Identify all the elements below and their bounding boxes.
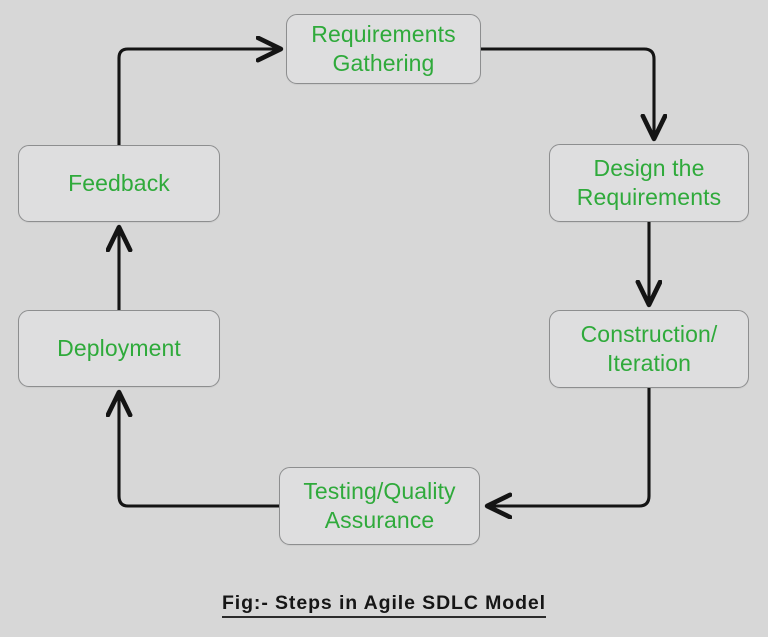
node-feedback[interactable]: Feedback <box>18 145 220 222</box>
node-testing-quality-assurance-label: Testing/Quality Assurance <box>303 477 456 533</box>
figure-caption: Fig:- Steps in Agile SDLC Model <box>0 592 768 618</box>
node-construction-iteration-label: Construction/ Iteration <box>580 320 718 376</box>
figure-caption-text: Fig:- Steps in Agile SDLC Model <box>221 592 546 618</box>
node-construction-iteration[interactable]: Construction/ Iteration <box>549 310 749 388</box>
node-requirements-gathering-label: Requirements Gathering <box>311 20 456 76</box>
node-feedback-label: Feedback <box>68 169 170 196</box>
node-deployment-label: Deployment <box>57 334 181 361</box>
connector-feedback-to-requirements <box>117 49 279 149</box>
node-deployment[interactable]: Deployment <box>18 310 220 387</box>
node-design-the-requirements[interactable]: Design the Requirements <box>549 144 749 222</box>
connector-requirements-to-design <box>481 47 654 137</box>
node-design-the-requirements-label: Design the Requirements <box>576 154 722 210</box>
connector-testing-to-deployment <box>119 394 279 508</box>
node-requirements-gathering[interactable]: Requirements Gathering <box>286 14 481 84</box>
node-testing-quality-assurance[interactable]: Testing/Quality Assurance <box>279 467 480 545</box>
connector-construction-to-testing <box>489 388 651 506</box>
